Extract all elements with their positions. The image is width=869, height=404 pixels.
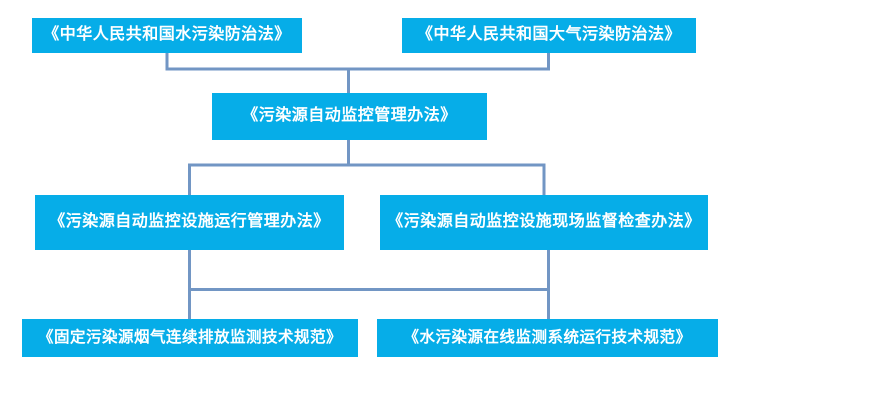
node-site-inspection-measures: 《污染源自动监控设施现场监督检查办法》 (380, 195, 708, 250)
connector-measures-to-branches (188, 163, 546, 196)
node-water-online-monitoring-spec: 《水污染源在线监测系统运行技术规范》 (377, 319, 718, 357)
node-facility-operation-measures: 《污染源自动监控设施运行管理办法》 (35, 195, 344, 250)
node-air-pollution-law: 《中华人民共和国大气污染防治法》 (402, 18, 696, 53)
connector-laws-to-bus (165, 52, 550, 71)
node-auto-monitoring-measures: 《污染源自动监控管理办法》 (212, 93, 487, 140)
node-water-pollution-law: 《中华人民共和国水污染防治法》 (32, 18, 302, 53)
node-flue-gas-cems-spec: 《固定污染源烟气连续排放监测技术规范》 (22, 319, 358, 357)
